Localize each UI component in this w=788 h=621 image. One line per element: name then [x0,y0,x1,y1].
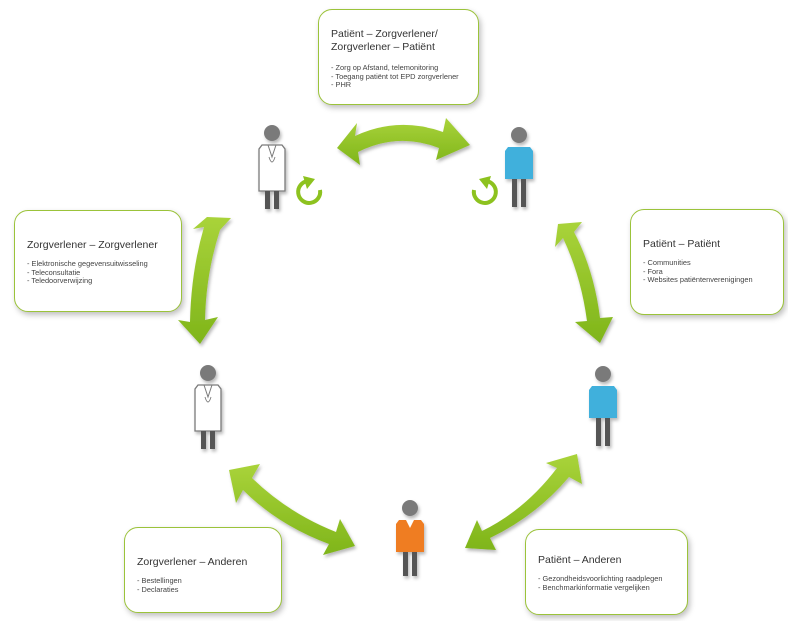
doctor-icon [258,125,286,209]
box-list: Gezondheidsvoorlichting raadplegen Bench… [538,574,677,593]
box-patient-zorgverlener: Patiënt – Zorgverlener/ Zorgverlener – P… [318,9,479,105]
list-item: PHR [331,81,468,90]
list-item: Gezondheidsvoorlichting raadplegen [538,574,677,584]
box-zorgverlener-zorgverlener: Zorgverlener – Zorgverlener Elektronisch… [14,210,182,312]
refresh-icon-right [471,176,498,205]
box-list: Elektronische gegevensuitwisseling Telec… [27,259,171,286]
list-item: Communities [643,258,773,268]
box-title: Zorgverlener – Anderen [137,556,248,568]
box-title: Patiënt – Zorgverlener/ Zorgverlener – P… [331,28,438,53]
box-patient-patient: Patiënt – Patiënt Communities Fora Websi… [630,209,784,315]
list-item: Zorg op Afstand, telemonitoring [331,63,468,73]
arrow-right [555,222,613,343]
other-person-icon [396,500,424,576]
refresh-icon-left [296,176,323,205]
arrow-bottom-left [229,464,355,555]
list-item: Declaraties [137,585,271,595]
list-item: Teledoorverwijzing [27,277,171,286]
box-list: Bestellingen Declaraties [137,576,271,595]
box-list: Communities Fora Websites patiëntenveren… [643,258,773,285]
arrow-left [178,217,231,344]
arrow-top [337,118,470,165]
list-item: Bestellingen [137,576,271,586]
list-item: Benchmarkinformatie vergelijken [538,583,677,593]
box-title: Zorgverlener – Zorgverlener [27,239,158,251]
box-list: Zorg op Afstand, telemonitoring Toegang … [331,63,468,90]
box-patient-anderen: Patiënt – Anderen Gezondheidsvoorlichtin… [525,529,688,615]
patient-icon [505,127,533,207]
patient-icon [589,366,617,446]
box-zorgverlener-anderen: Zorgverlener – Anderen Bestellingen Decl… [124,527,282,613]
box-title: Patiënt – Patiënt [643,238,721,250]
list-item: Toegang patiënt tot EPD zorgverlener [331,72,468,82]
list-item: Elektronische gegevensuitwisseling [27,259,171,269]
list-item: Websites patiëntenverenigingen [643,276,773,285]
list-item: Teleconsultatie [27,268,171,278]
list-item: Fora [643,267,773,277]
doctor-icon [194,365,222,449]
box-title: Patiënt – Anderen [538,554,622,566]
arrow-bottom-right [465,454,582,550]
